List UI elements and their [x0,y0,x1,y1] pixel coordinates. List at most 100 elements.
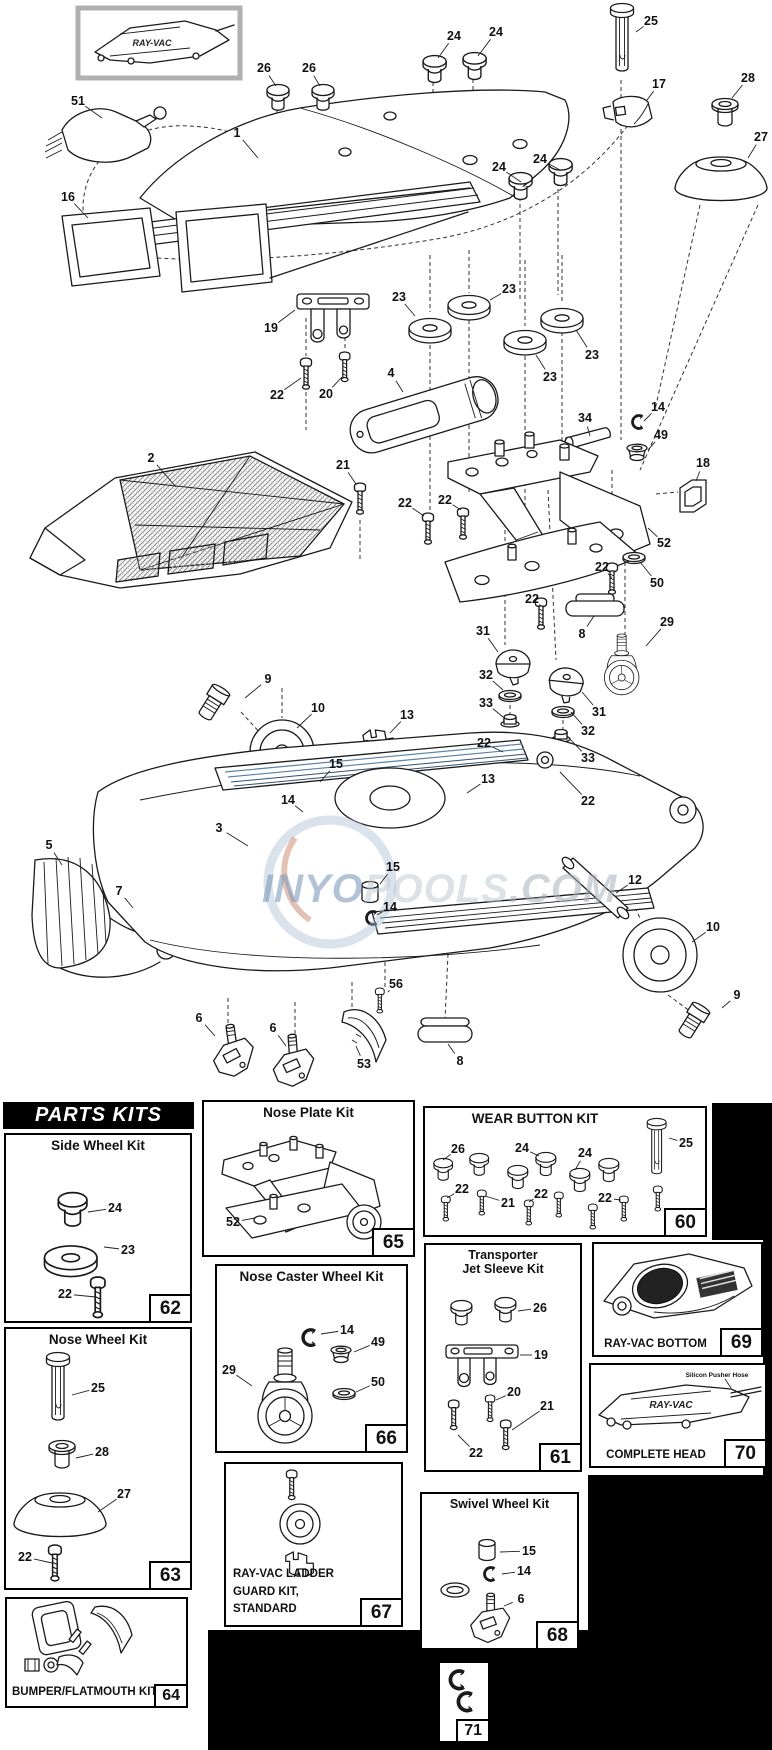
callout-leader [575,329,588,348]
callout-leader [284,377,302,391]
part-callout: 27 [117,1487,131,1501]
part-callout: 53 [357,1057,371,1071]
part-callout: 9 [734,988,741,1002]
hose-label: Silicon Pusher Hose [686,1372,749,1379]
callout-leader [452,504,462,511]
thumbnail-box: RAY-VAC [75,5,243,81]
part-callout: 22 [595,560,609,574]
callout-leader [277,1035,287,1047]
part-callout: 23 [585,348,599,362]
kit-number: 67 [359,1598,403,1627]
part-callout: 15 [522,1544,536,1558]
callout-leader [442,1153,452,1161]
part-callout: 24 [578,1146,592,1160]
callout-leader [731,84,743,99]
part-callout: 10 [706,920,720,934]
part-callout: 7 [116,884,123,898]
callout-leader [492,680,504,691]
callout-leader [73,1294,97,1298]
part-callout: 16 [61,190,75,204]
part-callout: 24 [447,29,461,43]
callout-leader [668,1137,678,1141]
part-callout: 22 [270,388,284,402]
part-callout: 32 [581,724,595,738]
part-callout: 33 [581,751,595,765]
callout-leader [646,90,654,101]
kit-complete-head: RAY-VAC Silicon Pusher Hose COMPLETE HEA… [589,1363,767,1468]
kit-title: Nose Caster Wheel Kit [239,1269,384,1284]
callout-leader [499,1550,521,1553]
part-callout: 24 [533,152,547,166]
kit-nose-plate: Nose Plate Kit 52 65 [202,1100,415,1257]
part-callout: 29 [222,1363,236,1377]
callout-leader [331,376,343,388]
callout-leader [570,711,583,725]
part-callout: 22 [58,1287,72,1301]
part-22-screw [456,507,470,540]
callout-leader [495,1395,506,1401]
part-callout: 26 [302,61,316,75]
part-callout: 22 [18,1550,32,1564]
kit-clips-art [448,1669,474,1713]
part-callout: 28 [741,71,755,85]
callout-leader [566,735,583,752]
part-callout: 27 [754,130,768,144]
part-29-caster [603,633,640,696]
callout-leader [492,708,504,718]
part-callout: 22 [455,1182,469,1196]
part-callout: 2 [148,451,155,465]
part-callout: 56 [389,977,403,991]
part-2-filter-screen [29,451,353,589]
callout-leader [226,832,249,847]
part-callout: 22 [534,1187,548,1201]
part-callout: 21 [336,458,350,472]
exploded-diagram: RAY-VAC [29,2,768,1089]
part-19-bracket [296,293,370,343]
callout-leader [446,1193,455,1199]
callout-leader [97,1498,117,1513]
part-callout: 4 [388,366,395,380]
part-callout: 6 [270,1021,277,1035]
callout-leader [528,1198,534,1203]
callout-leader [33,1558,53,1564]
callout-leader [71,1389,90,1396]
callout-leader [53,852,63,866]
callout-leader [355,1045,361,1056]
part-53-bumper [341,1009,387,1063]
part-callout: 8 [457,1054,464,1068]
callout-leader [535,354,546,370]
part-27-cone-top [674,156,768,202]
part-callout: 25 [644,14,658,28]
kit-number: 60 [663,1208,707,1237]
callout-leader [506,171,522,183]
part-callout: 15 [329,757,343,771]
part-10-wheel [622,917,698,993]
part-8-pad-bottom [417,1017,473,1043]
callout-leader [447,1043,456,1054]
part-callout: 13 [400,708,414,722]
kit-ladder-guard: RAY-VAC LADDER GUARD KIT, STANDARD 67 [224,1462,403,1627]
part-52-nose-plate-assembly [444,431,651,603]
callout-leader [103,1246,120,1250]
part-callout: 52 [657,536,671,550]
part-callout: 24 [108,1201,122,1215]
part-callout: 14 [517,1564,531,1578]
part-callout: 15 [386,860,400,874]
callout-leader [477,38,491,57]
black-region [588,1475,772,1750]
callout-leader [517,1308,532,1312]
part-callout: 20 [319,387,333,401]
callout-leader [389,721,402,734]
kit-number: 62 [148,1294,192,1323]
part-6-nose-bracket [270,1032,317,1089]
part-17-clip [602,95,653,128]
callout-leader [85,105,103,119]
part-callout: 24 [492,160,506,174]
callout-leader [241,1217,256,1221]
kit-complete-head-art: RAY-VAC Silicon Pusher Hose [598,1372,762,1430]
